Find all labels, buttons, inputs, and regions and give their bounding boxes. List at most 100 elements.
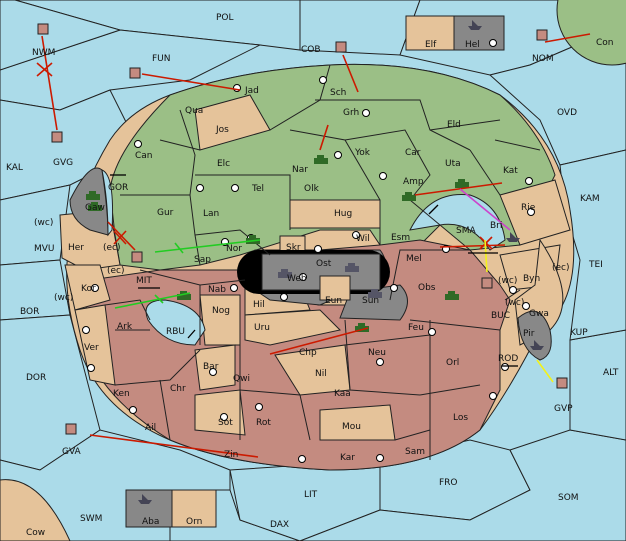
sea-ovd[interactable] bbox=[488, 34, 626, 166]
army-green-unit bbox=[445, 291, 459, 300]
label-feu: Feu bbox=[408, 323, 424, 333]
label-pir: Pir bbox=[523, 329, 535, 339]
territory-sot[interactable] bbox=[194, 389, 246, 436]
label-wil: Wil bbox=[356, 234, 370, 244]
con-territory[interactable] bbox=[556, 0, 626, 66]
label-yok: Yok bbox=[354, 148, 371, 158]
label-byn: Byn bbox=[523, 274, 540, 284]
territory-elf[interactable] bbox=[405, 15, 455, 51]
sea-gor[interactable] bbox=[101, 169, 114, 237]
sea-gva[interactable] bbox=[0, 429, 231, 541]
label-amp: Amp bbox=[403, 177, 424, 187]
territory-eun-inner[interactable] bbox=[319, 275, 351, 301]
army-grey-unit bbox=[368, 289, 382, 298]
label-eld: Eld bbox=[447, 120, 461, 130]
territory-uru[interactable] bbox=[244, 309, 342, 346]
fleet-red-unit bbox=[37, 23, 49, 35]
army-green-unit bbox=[86, 191, 100, 200]
label-lit: LIT bbox=[304, 490, 318, 500]
label-kor: Kor bbox=[81, 284, 96, 294]
label-ail: Ail bbox=[145, 423, 156, 433]
label-ark: Ark bbox=[117, 322, 133, 332]
label-gwa: Gwa bbox=[529, 309, 549, 319]
label-skr: Skr bbox=[286, 243, 301, 253]
army-grey-unit bbox=[278, 269, 292, 278]
label-ec2: (ec) bbox=[107, 266, 125, 276]
label-hil: Hil bbox=[253, 300, 265, 310]
label-eun: Eun bbox=[325, 296, 342, 306]
label-bar: Bar bbox=[203, 362, 219, 372]
label-bor: BOR bbox=[20, 307, 39, 317]
label-wc1: (wc) bbox=[34, 218, 53, 228]
army-green-unit bbox=[402, 192, 416, 201]
label-alt: ALT bbox=[603, 368, 619, 378]
supply-centers bbox=[82, 39, 535, 463]
army-grey-unit bbox=[345, 263, 359, 272]
label-gor: GOR bbox=[108, 183, 128, 193]
label-jad: Jad bbox=[244, 86, 259, 96]
sea-rbu[interactable] bbox=[145, 299, 206, 346]
label-kaa: Kaa bbox=[334, 389, 351, 399]
label-dor: DOR bbox=[26, 373, 46, 383]
label-nog: Nog bbox=[212, 306, 230, 316]
territory-borders bbox=[104, 64, 541, 460]
label-kam: KAM bbox=[580, 194, 600, 204]
label-kup: KUP bbox=[570, 328, 588, 338]
fleet-red-unit bbox=[335, 41, 347, 53]
label-swm: SWM bbox=[80, 514, 102, 524]
label-rie: Rie bbox=[521, 203, 536, 213]
label-uru: Uru bbox=[254, 323, 270, 333]
label-mel: Mel bbox=[406, 254, 422, 264]
label-gaw: Gaw bbox=[85, 203, 105, 213]
sea-nwm[interactable] bbox=[0, 0, 122, 71]
army-green-unit bbox=[455, 179, 469, 188]
label-kat: Kat bbox=[503, 166, 518, 176]
fleet-grey-unit bbox=[468, 20, 482, 30]
label-mvu: MVU bbox=[34, 244, 55, 254]
label-nab: Nab bbox=[208, 285, 226, 295]
territory-kor[interactable] bbox=[64, 264, 111, 311]
territory-rie[interactable] bbox=[499, 179, 571, 246]
label-obs: Obs bbox=[418, 283, 436, 293]
fleet-red-unit bbox=[129, 67, 141, 79]
fleet-red-unit bbox=[131, 251, 143, 263]
label-ver: Ver bbox=[84, 343, 99, 353]
army-green-unit bbox=[88, 202, 102, 211]
label-buc: BUC bbox=[491, 311, 510, 321]
label-chp: Chp bbox=[299, 348, 317, 358]
territory-aba[interactable] bbox=[125, 489, 173, 528]
label-qua: Qua bbox=[185, 106, 203, 116]
label-bri: Bri bbox=[490, 221, 502, 231]
label-sap: Sap bbox=[194, 255, 211, 265]
territory-nog[interactable] bbox=[199, 294, 241, 346]
label-grh: Grh bbox=[343, 108, 359, 118]
territory-orn[interactable] bbox=[171, 489, 217, 528]
label-nil: Nil bbox=[315, 369, 327, 379]
fleet-grey-unit bbox=[530, 340, 544, 350]
label-sun: Sun bbox=[362, 296, 379, 306]
label-tel: Tel bbox=[251, 184, 264, 194]
territory-pir[interactable] bbox=[517, 310, 552, 361]
label-rbu: RBU bbox=[166, 327, 185, 337]
label-uta: Uta bbox=[445, 159, 461, 169]
label-elf: Elf bbox=[425, 40, 437, 50]
label-aba: Aba bbox=[142, 517, 159, 527]
label-lan: Lan bbox=[203, 209, 219, 219]
label-gvp: GVP bbox=[554, 404, 573, 414]
label-nom: NOM bbox=[532, 54, 554, 64]
fleet-red-unit bbox=[65, 423, 77, 435]
label-can: Can bbox=[135, 151, 153, 161]
label-cow: Cow bbox=[26, 528, 45, 538]
label-ovd: OVD bbox=[557, 108, 577, 118]
label-car: Car bbox=[405, 148, 421, 158]
territory-bar[interactable] bbox=[194, 344, 236, 391]
label-web: Web bbox=[287, 274, 307, 284]
label-cob: COB bbox=[301, 45, 321, 55]
label-wc4: (wc) bbox=[505, 298, 524, 308]
label-qwi: Qwi bbox=[233, 374, 250, 384]
army-green-unit bbox=[177, 291, 191, 300]
sea-alt[interactable] bbox=[569, 329, 626, 441]
label-nar: Nar bbox=[292, 165, 308, 175]
label-kal: KAL bbox=[6, 163, 23, 173]
